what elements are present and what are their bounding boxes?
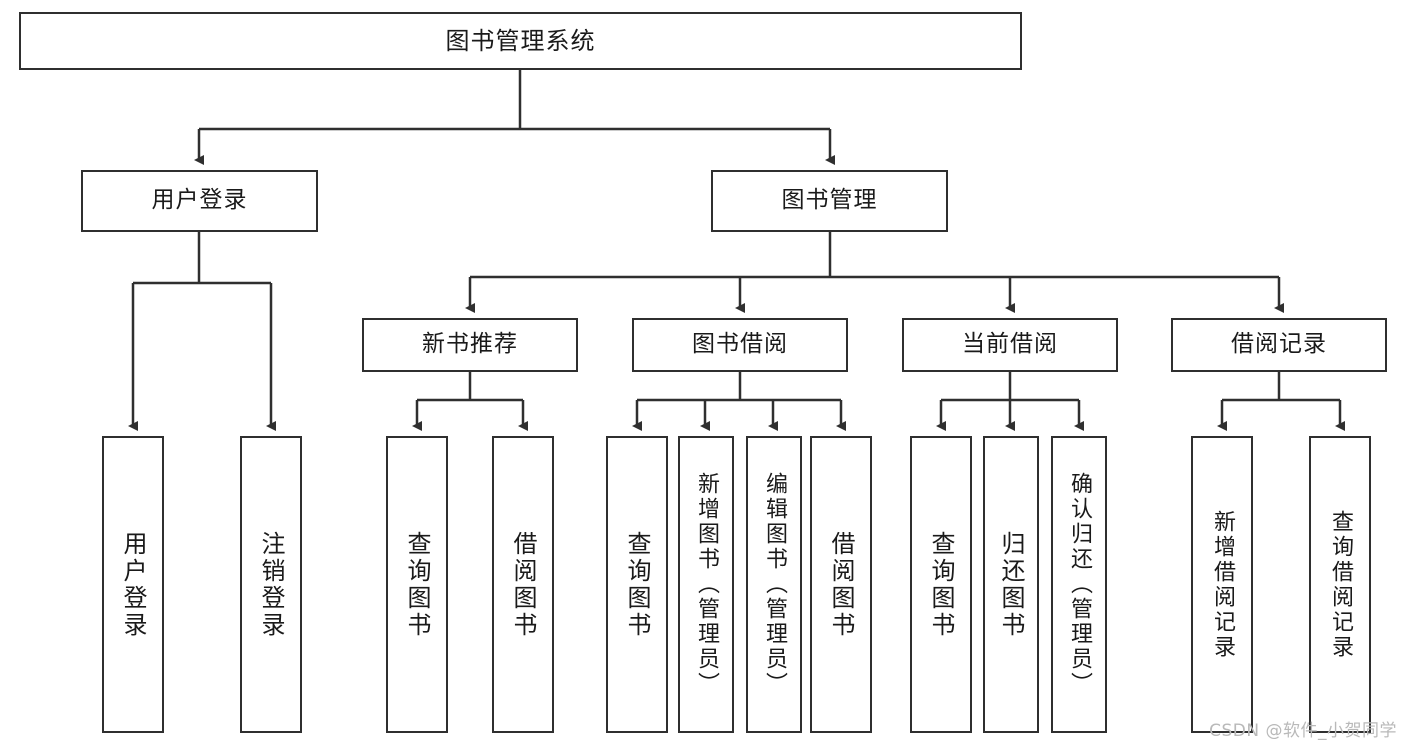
node-borrow-record[interactable]: 借阅记录	[1171, 318, 1387, 372]
node-label: 借阅记录	[1231, 331, 1327, 358]
node-label: 新书推荐	[422, 331, 518, 358]
node-user-login[interactable]: 用户登录	[81, 170, 318, 232]
node-label: 当前借阅	[962, 331, 1058, 358]
node-label: 图书管理	[781, 187, 878, 214]
leaf-confirm-return-admin[interactable]: 确认归还（管理员）	[1051, 436, 1107, 733]
node-label: 新增图书（管理员）	[694, 472, 719, 697]
leaf-return-book[interactable]: 归还图书	[983, 436, 1039, 733]
leaf-query-book-current[interactable]: 查询图书	[910, 436, 972, 733]
leaf-user-login[interactable]: 用户登录	[102, 436, 164, 733]
node-label: 图书管理系统	[445, 26, 596, 55]
node-label: 用户登录	[151, 187, 248, 214]
node-label: 新增借阅记录	[1210, 509, 1235, 660]
node-label: 查询借阅记录	[1328, 509, 1353, 660]
leaf-borrow-book[interactable]: 借阅图书	[810, 436, 872, 733]
node-label: 编辑图书（管理员）	[762, 472, 787, 697]
node-label: 确认归还（管理员）	[1067, 472, 1092, 697]
leaf-edit-book-admin[interactable]: 编辑图书（管理员）	[746, 436, 802, 733]
leaf-query-book-borrow[interactable]: 查询图书	[606, 436, 668, 733]
node-book-borrow[interactable]: 图书借阅	[632, 318, 848, 372]
node-label: 归还图书	[997, 530, 1025, 639]
leaf-query-borrow-record[interactable]: 查询借阅记录	[1309, 436, 1371, 733]
node-label: 借阅图书	[509, 530, 537, 639]
leaf-borrow-book-recommend[interactable]: 借阅图书	[492, 436, 554, 733]
node-current-borrow[interactable]: 当前借阅	[902, 318, 1118, 372]
node-label: 图书借阅	[692, 331, 788, 358]
leaf-add-book-admin[interactable]: 新增图书（管理员）	[678, 436, 734, 733]
node-label: 查询图书	[403, 530, 431, 639]
node-label: 注销登录	[257, 530, 285, 639]
node-label: 借阅图书	[827, 530, 855, 639]
leaf-add-borrow-record[interactable]: 新增借阅记录	[1191, 436, 1253, 733]
node-new-book-recommend[interactable]: 新书推荐	[362, 318, 578, 372]
watermark-text: CSDN @软件_小贺同学	[1209, 721, 1397, 741]
node-label: 用户登录	[119, 530, 147, 639]
leaf-logout[interactable]: 注销登录	[240, 436, 302, 733]
leaf-query-book-recommend[interactable]: 查询图书	[386, 436, 448, 733]
node-label: 查询图书	[927, 530, 955, 639]
node-root-system[interactable]: 图书管理系统	[19, 12, 1022, 70]
node-label: 查询图书	[623, 530, 651, 639]
node-book-management[interactable]: 图书管理	[711, 170, 948, 232]
